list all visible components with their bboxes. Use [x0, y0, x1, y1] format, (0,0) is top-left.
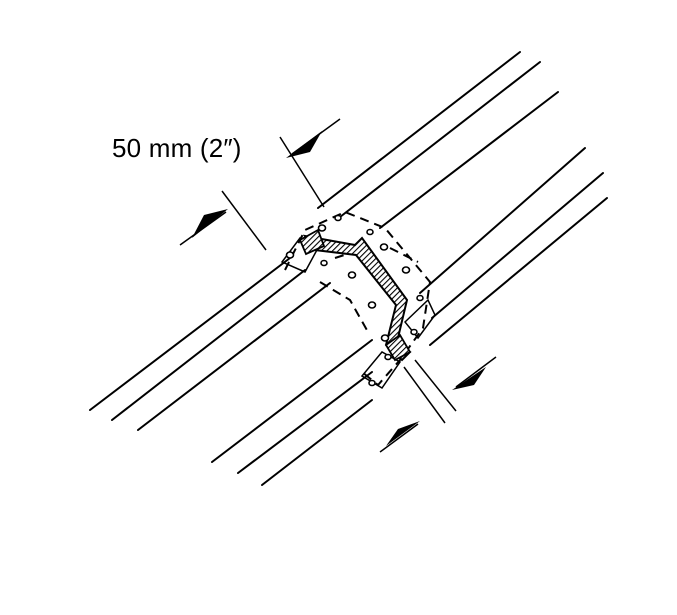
dimension-label: 50 mm (2″) — [112, 133, 242, 163]
lower-rail-segment — [211, 147, 608, 486]
rivet-holes — [285, 214, 424, 387]
weld-section — [298, 228, 412, 362]
lower-dimension — [379, 356, 497, 453]
upper-rail-segment — [89, 51, 559, 431]
upper-dimension — [179, 118, 341, 251]
